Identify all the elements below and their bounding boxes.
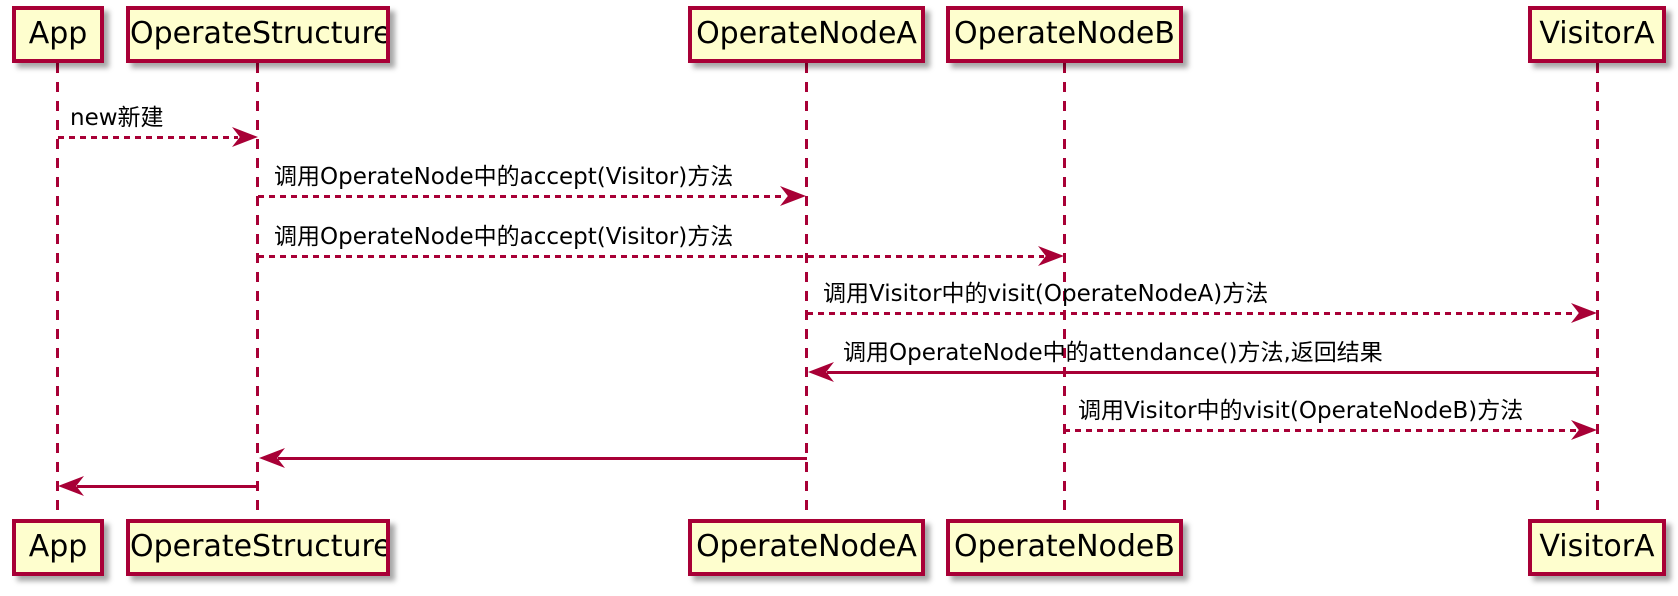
lifeline-operatestructure: [256, 63, 259, 519]
message-label: 调用Visitor中的visit(OperateNodeA)方法: [823, 281, 1269, 307]
message-line: [827, 371, 1597, 374]
participant-operatestructure-top: OperateStructure: [126, 6, 390, 63]
message-label: 调用OperateNode中的accept(Visitor)方法: [274, 164, 734, 190]
message-line: [58, 136, 238, 139]
message-label: 调用OperateNode中的attendance()方法,返回结果: [843, 340, 1383, 366]
lifeline-app: [56, 63, 59, 519]
participant-visitora-bottom: VisitorA: [1528, 519, 1666, 576]
lifeline-operatenodeb: [1063, 63, 1066, 519]
participant-operatenodea-bottom: OperateNodeA: [688, 519, 925, 576]
participant-app-top: App: [12, 6, 104, 63]
participant-app-bottom: App: [12, 519, 104, 576]
message-line: [77, 485, 258, 488]
participant-visitora-top: VisitorA: [1528, 6, 1666, 63]
participant-operatenodeb-bottom: OperateNodeB: [946, 519, 1183, 576]
participant-operatenodea-top: OperateNodeA: [688, 6, 925, 63]
participant-operatestructure-bottom: OperateStructure: [126, 519, 390, 576]
message-line: [1064, 429, 1577, 432]
message-label: 调用OperateNode中的accept(Visitor)方法: [274, 224, 734, 250]
message-line: [278, 457, 807, 460]
message-line: [258, 195, 786, 198]
message-line: [258, 255, 1044, 258]
message-label: 调用Visitor中的visit(OperateNodeB)方法: [1078, 398, 1524, 424]
lifeline-visitora: [1596, 63, 1599, 519]
participant-operatenodeb-top: OperateNodeB: [946, 6, 1183, 63]
message-label: new新建: [70, 105, 164, 131]
message-line: [807, 312, 1577, 315]
lifeline-operatenodea: [805, 63, 808, 519]
